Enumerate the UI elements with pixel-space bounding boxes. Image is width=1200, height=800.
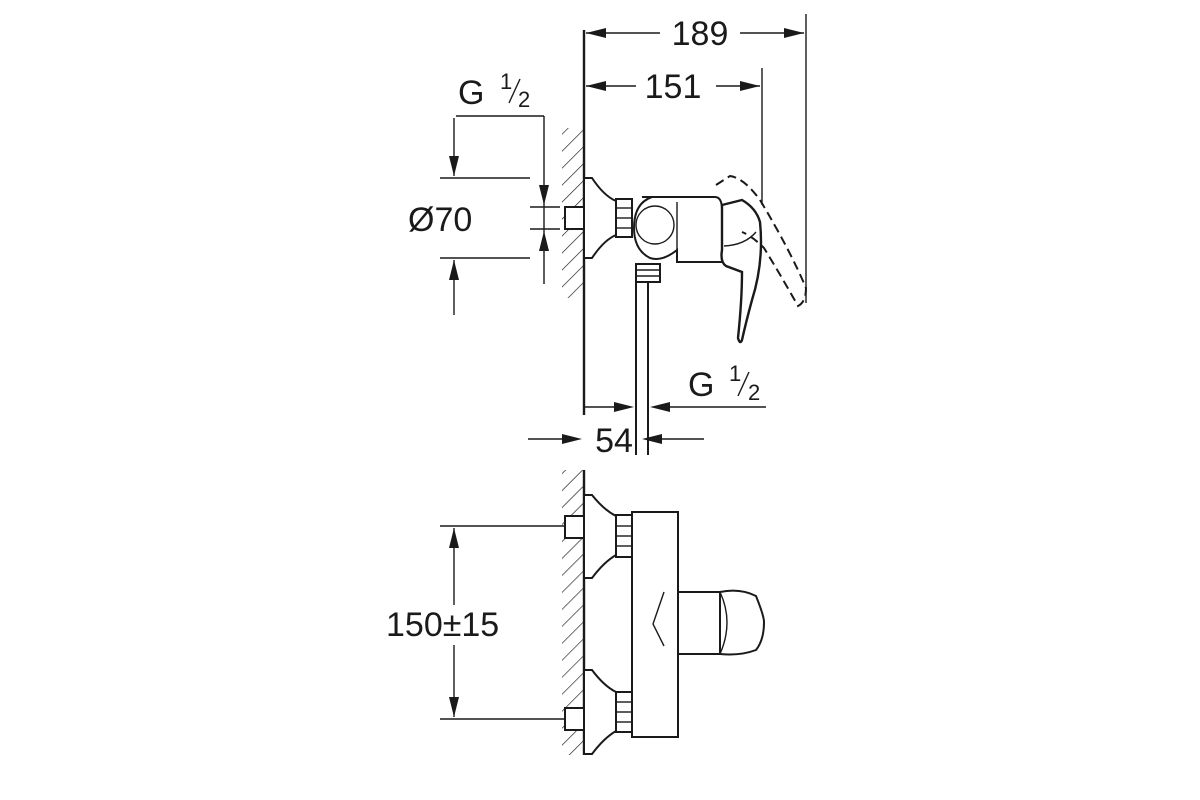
lever-handle-front (677, 589, 766, 656)
inlet-nipple-lower (564, 707, 586, 731)
dimension-54: 54 (528, 422, 704, 460)
inlet-nipple-side (564, 206, 586, 230)
thread-callout-outlet: G 1 2 (584, 361, 766, 412)
mixer-body-front (631, 511, 679, 738)
dimension-150-label: 150±15 (386, 606, 499, 644)
thread-outlet-numerator: 1 (729, 361, 741, 386)
thread-outlet-denominator: 2 (748, 380, 760, 405)
thread-inlet-prefix: G (458, 74, 494, 112)
dimension-151-label: 151 (645, 68, 702, 106)
dimension-151: 151 (586, 68, 763, 205)
dimension-150-value: 150 (386, 606, 443, 644)
wall-hatch-front (562, 470, 584, 755)
dimension-diameter-70: Ø70 (408, 118, 530, 315)
dimension-189: 189 (586, 14, 807, 303)
dimension-189-label: 189 (672, 15, 729, 53)
front-view: 150±15 (386, 470, 766, 755)
outlet-nozzle-side (635, 263, 661, 283)
thread-outlet-prefix: G (688, 366, 724, 404)
thread-callout-inlet: G 1 2 (456, 69, 560, 284)
lever-handle-side (720, 198, 763, 344)
escutcheon-flange-side (583, 177, 617, 259)
hex-nut-lower (615, 691, 633, 733)
escutcheon-lower (583, 669, 617, 755)
mixer-body-side (632, 196, 723, 263)
dimension-150-tolerance-value: ±15 (443, 606, 499, 644)
hex-nut-upper (615, 514, 633, 558)
body-contour-mark (652, 591, 665, 647)
lever-inner-edge (723, 231, 757, 247)
side-view: 189 151 G 1 2 (408, 14, 808, 460)
lever-handle-raised-dashed (715, 174, 808, 308)
inlet-nipple-upper (564, 515, 586, 539)
dimension-54-label: 54 (595, 422, 633, 460)
thread-inlet-denominator: 2 (518, 87, 530, 112)
hex-nut-side (615, 198, 633, 238)
dimension-150-tolerance: 150±15 (386, 525, 566, 720)
dimension-diameter-70-label: Ø70 (408, 201, 472, 239)
escutcheon-upper (583, 494, 617, 579)
thread-inlet-numerator: 1 (500, 69, 512, 94)
